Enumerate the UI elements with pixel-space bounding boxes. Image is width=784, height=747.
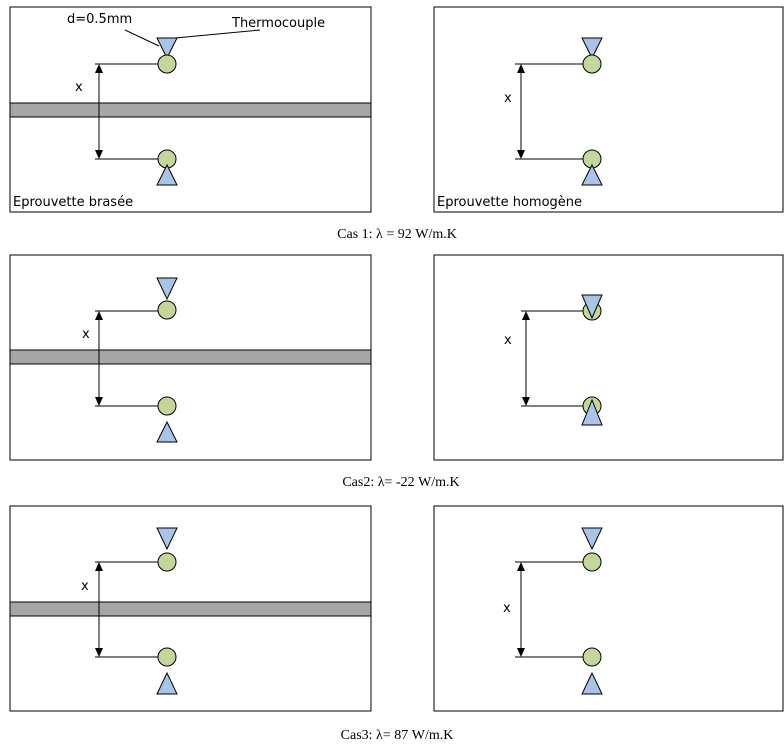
bottom-thermocouple-icon <box>156 396 178 443</box>
case2-homogeneous-panel: x <box>433 254 784 461</box>
distance-label: x <box>503 601 511 616</box>
top-thermocouple-icon <box>581 294 603 321</box>
distance-label: x <box>504 91 512 106</box>
specimen-type-label: Eprouvette homogène <box>437 195 582 210</box>
distance-dimension-arrow <box>95 311 103 406</box>
case3-caption: Cas3: λ= 87 W/m.K <box>341 728 454 743</box>
distance-dimension-arrow <box>95 64 103 159</box>
diameter-label: d=0.5mm <box>67 12 132 27</box>
diameter-leader-line <box>124 29 160 47</box>
distance-label: x <box>75 80 83 95</box>
case3-homogeneous-panel: x <box>433 505 784 712</box>
distance-label: x <box>82 327 90 342</box>
top-thermocouple-icon <box>156 37 178 74</box>
top-thermocouple-icon <box>156 277 178 320</box>
specimen-frame <box>433 6 784 213</box>
bottom-thermocouple-icon <box>581 647 603 695</box>
specimen-frame <box>433 505 784 712</box>
specimen-frame <box>433 254 784 461</box>
distance-dimension-arrow <box>95 562 103 657</box>
bottom-thermocouple-icon <box>156 647 178 695</box>
top-thermocouple-icon <box>581 37 603 74</box>
case2-caption: Cas2: λ= -22 W/m.K <box>342 475 459 490</box>
case1-caption: Cas 1: λ = 92 W/m.K <box>337 227 457 242</box>
distance-label: x <box>81 579 89 594</box>
specimen-type-label: Eprouvette brasée <box>13 195 133 210</box>
distance-dimension-arrow <box>517 64 525 159</box>
bottom-thermocouple-icon <box>581 149 603 186</box>
braze-layer <box>9 601 372 617</box>
top-thermocouple-icon <box>156 527 178 572</box>
case1-brazed-panel: d=0.5mm Thermocouple x Eprouvette brasée <box>9 6 372 213</box>
thermocouple-leader-line <box>174 29 261 39</box>
bottom-thermocouple-icon <box>581 396 603 426</box>
distance-label: x <box>504 333 512 348</box>
thermocouple-label: Thermocouple <box>231 16 325 31</box>
case1-homogeneous-panel: x Eprouvette homogène <box>433 6 784 213</box>
braze-layer <box>9 102 372 118</box>
distance-dimension-arrow <box>517 562 525 657</box>
braze-layer <box>9 349 372 365</box>
bottom-thermocouple-icon <box>156 149 178 186</box>
top-thermocouple-icon <box>581 527 603 572</box>
case2-brazed-panel: x <box>9 254 372 461</box>
case3-brazed-panel: x <box>9 505 372 712</box>
distance-dimension-arrow <box>522 311 530 406</box>
